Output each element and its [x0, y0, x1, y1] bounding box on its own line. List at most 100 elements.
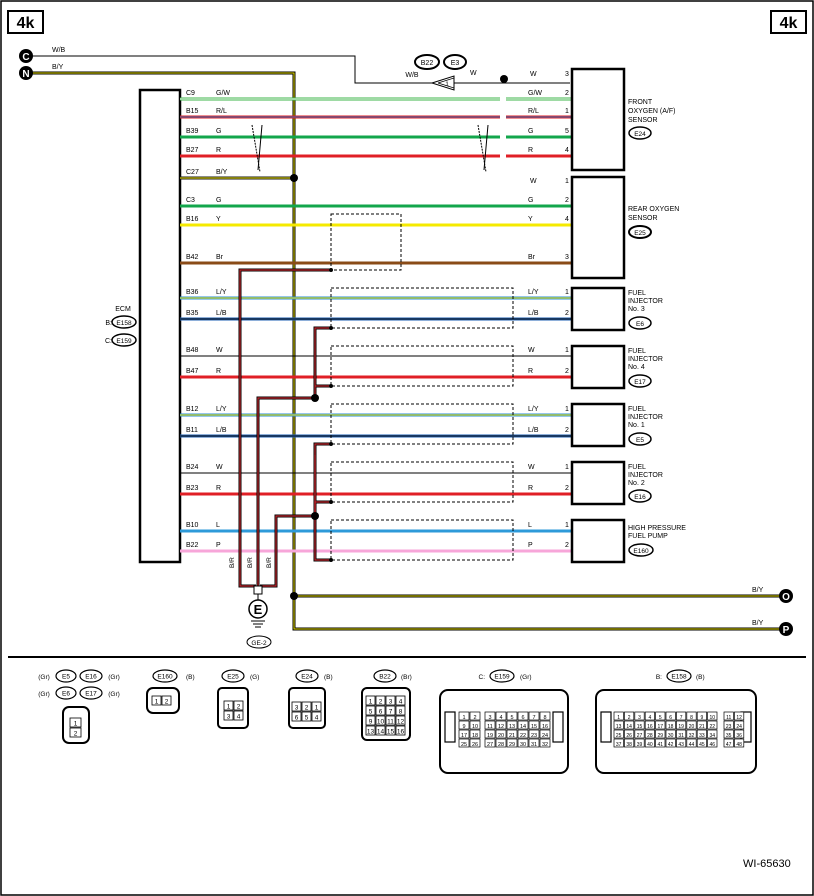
ecm-box: ECM B: E158 C: E159 [105, 88, 182, 564]
conn-e24-cell [311, 701, 322, 712]
conn-e159-cell [528, 711, 540, 721]
page-code-left: 4k [7, 10, 44, 34]
conn-e158-cell [707, 738, 718, 748]
ecm-wire-color: G [216, 128, 221, 135]
svg-text:W: W [470, 70, 477, 77]
svg-text:FUEL PUMP: FUEL PUMP [628, 533, 668, 540]
conn-e158-cell [734, 711, 745, 721]
conn-e158-pin: 24 [736, 724, 742, 730]
device-pin-label: 4 [565, 216, 569, 223]
ecm-pin-label: B47 [186, 368, 199, 375]
shield-drain-wires [238, 268, 333, 588]
device-pin-label: 5 [565, 128, 569, 135]
conn-e159-cell [539, 738, 551, 748]
conn-e5-oval [55, 669, 77, 683]
conn-b22-pin: 6 [379, 709, 383, 716]
conn-b22-cell [385, 715, 396, 726]
conn-e159-cell [528, 729, 540, 739]
device-pin-label: 2 [565, 310, 569, 317]
conn-e158-pin: 3 [638, 715, 641, 721]
conn-e158-cell [734, 738, 745, 748]
svg-text:C: C [22, 52, 29, 63]
svg-text:W: W [530, 178, 537, 185]
conn-e158-pin: 35 [726, 733, 732, 739]
conn-e158-pin: 30 [668, 733, 674, 739]
ecm-pin-label: B24 [186, 464, 199, 471]
ecm-wire-color: R [216, 368, 221, 375]
svg-text:B:: B: [105, 320, 112, 327]
conn-e158-pin: 39 [637, 742, 643, 748]
conn-e25-label: E25 [227, 674, 239, 681]
conn-b22-pin: 8 [399, 709, 403, 716]
conn-e25-oval [221, 669, 245, 683]
device-fuel-injector-2: FUEL INJECTOR No. 2 E16 [570, 460, 663, 506]
conn-e24-label: E24 [301, 674, 313, 681]
conn-b22-cell [395, 725, 406, 736]
conn-e159-pin: 7 [532, 715, 535, 721]
conn-e158-cell [723, 720, 734, 730]
conn-e159-cell [484, 720, 496, 730]
conn-e159-cell [458, 720, 470, 730]
conn-b22-cell [365, 725, 376, 736]
ecm-pin-label: B15 [186, 108, 199, 115]
conn-e158-pin: 10 [710, 715, 716, 721]
conn-e5-color: (Gr) [38, 674, 50, 681]
svg-text:E158: E158 [116, 320, 132, 327]
svg-text:W/B: W/B [52, 47, 66, 54]
conn-e158-pin: 32 [689, 733, 695, 739]
conn-e158-pin: 34 [710, 733, 716, 739]
svg-text:FUEL: FUEL [628, 290, 646, 297]
ecm-pin-label: B10 [186, 522, 199, 529]
device-pin-label: 2 [565, 90, 569, 97]
device-pin-label: 2 [565, 485, 569, 492]
conn-e24-color: (B) [324, 674, 333, 681]
conn-e158-cell [613, 738, 624, 748]
svg-text:E160: E160 [633, 548, 649, 555]
conn-e158-cell [634, 738, 645, 748]
svg-text:FUEL: FUEL [628, 406, 646, 413]
device-fuel-injector-3: FUEL INJECTOR No. 3 E6 [570, 286, 663, 332]
svg-text:FRONT: FRONT [628, 99, 653, 106]
conn-e159-pin: 16 [542, 724, 548, 730]
conn-e159-latch [552, 711, 564, 743]
conn-e159-cell [484, 711, 496, 721]
ecm-pin-label: C27 [186, 169, 199, 176]
conn-b22-pin: 11 [387, 719, 394, 726]
conn-e158-cell [644, 720, 655, 730]
conn-e158-pin: 29 [658, 733, 664, 739]
ecm-wire-color: L/B [216, 310, 227, 317]
conn-e158-cell [613, 720, 624, 730]
terminal-n: N B/Y [19, 64, 780, 631]
conn-e158-pin: 23 [726, 724, 732, 730]
conn-b22-cell [385, 695, 396, 706]
conn-e158-cell [613, 729, 624, 739]
conn-e158-pin: 13 [616, 724, 622, 730]
conn-e24-cell [291, 711, 302, 722]
device-wire-color: G/W [528, 90, 542, 97]
conn-e25-pin: 4 [237, 714, 241, 721]
conn-e158-pin: 7 [680, 715, 683, 721]
conn-e24-pin: 6 [295, 715, 299, 722]
conn-e159-pin: 10 [472, 724, 478, 730]
conn-b22-pin: 9 [369, 719, 373, 726]
conn-e158-label: E158 [671, 674, 687, 681]
conn-e160-cell [161, 695, 172, 706]
device-rear-oxygen-sensor: REAR OXYGEN SENSOR E25 [570, 175, 679, 280]
conn-e158-cell [634, 729, 645, 739]
conn-e158-pin: 11 [726, 715, 731, 721]
conn-e158-cell [665, 711, 676, 721]
conn-e158-cell [696, 711, 707, 721]
device-wire-color: Y [528, 216, 533, 223]
svg-text:W/B: W/B [405, 72, 419, 79]
conn-e158-pin: 2 [628, 715, 631, 721]
svg-text:1: 1 [445, 81, 449, 88]
conn-e159-pin: 27 [487, 742, 493, 748]
conn-e159-pin: 15 [531, 724, 537, 730]
conn-e25-cell [223, 710, 234, 721]
device-wire-color: R [528, 368, 533, 375]
conn-e159-pin: 31 [531, 742, 537, 748]
svg-text:4k: 4k [17, 15, 35, 32]
conn-e158-cell [734, 729, 745, 739]
conn-e158-pin: 37 [616, 742, 622, 748]
